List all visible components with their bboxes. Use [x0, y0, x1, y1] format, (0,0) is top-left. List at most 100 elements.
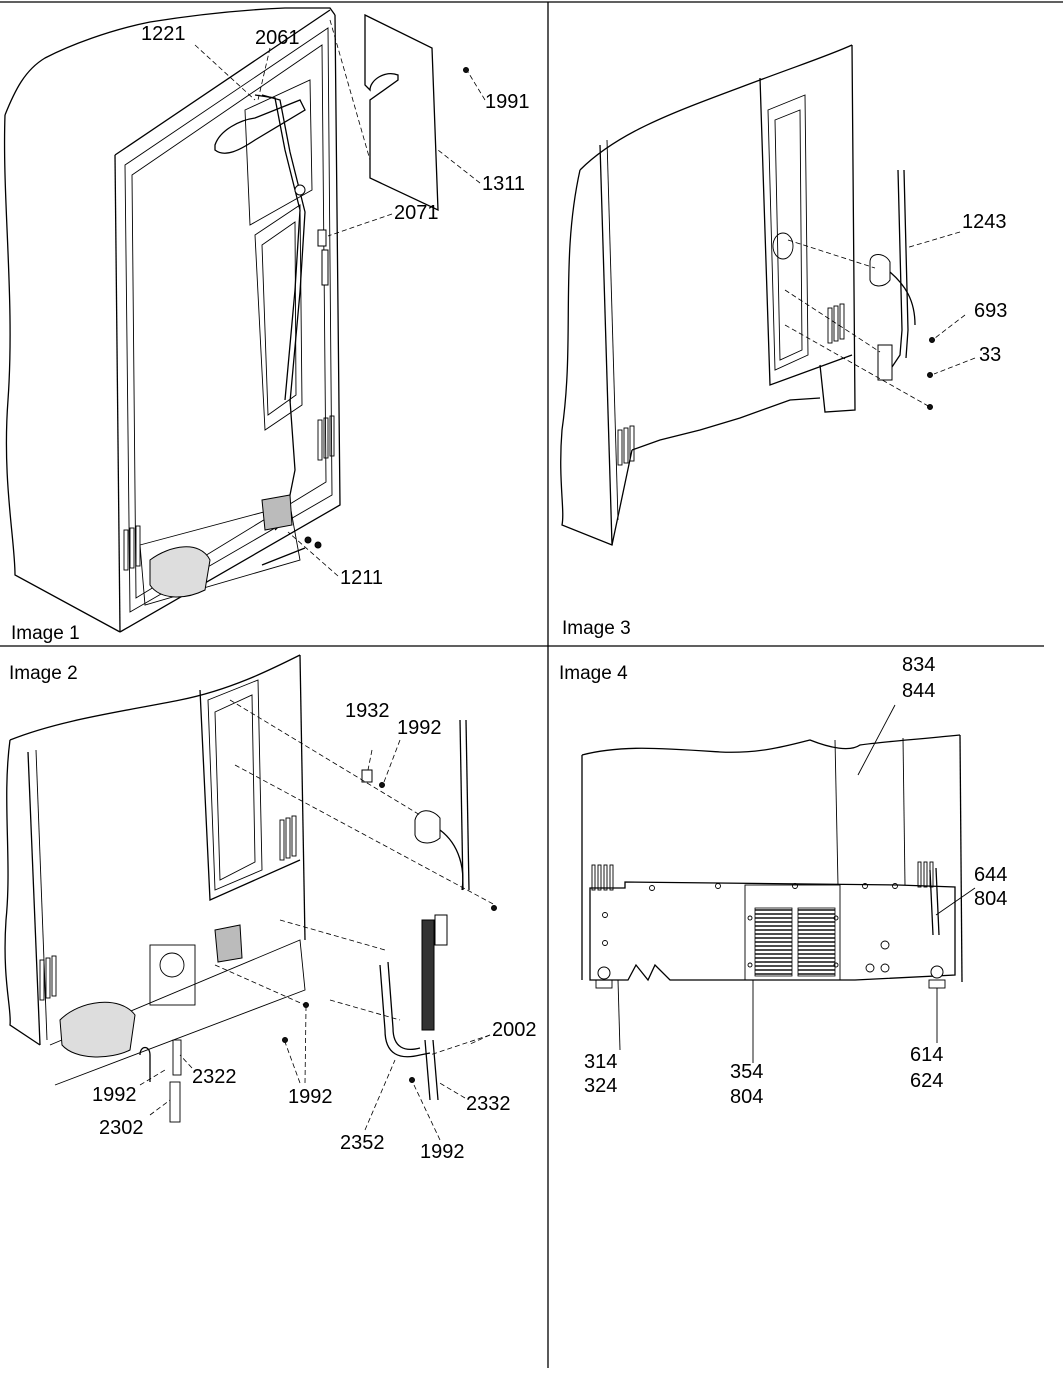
leader-tube-2 — [279, 919, 386, 951]
part-2071 — [317, 229, 327, 247]
vent-slots-right — [317, 415, 335, 461]
cabinet-left-edge-2 — [4, 739, 41, 1046]
callout-2332: 2332 — [466, 1093, 511, 1115]
machine-compartment-2 — [49, 939, 306, 1086]
callout-314: 314 — [584, 1051, 617, 1073]
water-line-stub — [261, 547, 306, 566]
callout-324: 324 — [584, 1075, 617, 1097]
callout-2061: 2061 — [255, 27, 300, 49]
image-1-title: Image 1 — [11, 623, 80, 644]
leader-screw-lower — [784, 324, 931, 408]
screw-1992-low — [409, 1077, 415, 1083]
terminal-block-2 — [434, 914, 448, 946]
callout-644: 644 — [974, 864, 1007, 886]
vent-slots-2a — [279, 815, 297, 861]
cabinet-top-break-4 — [581, 734, 961, 756]
machine-compartment — [139, 504, 301, 606]
compressor — [149, 546, 211, 598]
callout-834: 834 — [902, 654, 935, 676]
leader-valve-2 — [214, 964, 306, 1006]
leader-1221 — [194, 44, 256, 101]
leader-1992-left — [139, 1069, 166, 1086]
fan-2 — [159, 952, 185, 978]
water-tube-2002b — [387, 961, 421, 1051]
leader-screw-2 — [234, 764, 496, 906]
leader-plug-2 — [229, 699, 421, 816]
screw-1992-mid-b — [282, 1037, 288, 1043]
callout-804-right: 804 — [974, 888, 1007, 910]
rear-panel-line-4b — [902, 737, 906, 886]
callout-1991: 1991 — [485, 91, 530, 113]
fan-housing-2 — [149, 944, 196, 1006]
leader-2061 — [257, 47, 271, 101]
compressor-2 — [59, 1001, 136, 1058]
back-panel-right-2 — [299, 654, 306, 941]
leader-1243 — [905, 231, 961, 249]
leader-2071 — [327, 213, 393, 237]
cabinet-front-edge-3 — [599, 144, 613, 546]
callout-1932: 1932 — [345, 700, 390, 722]
connector-plug-2 — [414, 810, 441, 844]
screw-a — [304, 536, 312, 544]
leader-1992-mid-b — [304, 1007, 307, 1084]
image-4-drawing — [581, 704, 976, 1063]
image-3-drawing — [560, 44, 976, 546]
callout-614: 614 — [910, 1044, 943, 1066]
cabinet-bottom-3 — [631, 397, 821, 451]
callout-804-bottom: 804 — [730, 1086, 763, 1108]
tube-end-2332b — [432, 1039, 439, 1101]
leader-1992-top — [383, 739, 401, 783]
rear-panel-line-4 — [834, 739, 839, 886]
callout-693: 693 — [974, 300, 1007, 322]
callout-1243: 1243 — [962, 211, 1007, 233]
callout-624: 624 — [910, 1070, 943, 1092]
clip-1932 — [361, 769, 373, 783]
screw-1992-mid-a — [303, 1002, 309, 1008]
condenser-cover-inner — [261, 221, 297, 416]
callout-2322: 2322 — [192, 1066, 237, 1088]
condenser-cover — [254, 204, 303, 431]
callout-2302: 2302 — [99, 1117, 144, 1139]
leader-834 — [857, 704, 896, 776]
leader-33 — [933, 357, 976, 375]
leader-693 — [934, 314, 966, 339]
leader-plug — [787, 239, 876, 269]
back-panel-left-2 — [199, 689, 301, 901]
callout-2002: 2002 — [492, 1019, 537, 1041]
image-2-title: Image 2 — [9, 663, 78, 684]
cabinet-top-break — [4, 7, 336, 116]
image-1-drawing — [3, 7, 486, 633]
leader-2332 — [437, 1081, 466, 1099]
valve-1211 — [261, 494, 293, 531]
heater-strip-2 — [421, 919, 435, 1031]
foot-624 — [928, 979, 946, 989]
rear-channel-3 — [767, 94, 809, 371]
screw-b — [314, 541, 322, 549]
leader-644 — [935, 887, 976, 916]
vent-slots-4a — [591, 864, 614, 891]
vent-slots-2b — [39, 955, 57, 1001]
callout-1992-left: 1992 — [92, 1084, 137, 1106]
cabinet-front-edge-2b — [35, 749, 48, 1041]
leader-2302 — [149, 1099, 171, 1116]
image-3-title: Image 3 — [562, 618, 631, 639]
bracket-644b — [935, 867, 940, 936]
grille-louvers-4 — [754, 907, 836, 977]
leader-1311-path — [329, 19, 371, 161]
plug-cable-2 — [439, 829, 464, 891]
screw-693 — [929, 337, 935, 343]
leader-1311 — [437, 149, 481, 184]
harness-wire-2 — [459, 719, 464, 891]
cabinet-right-4 — [959, 734, 963, 983]
rear-channel-2b — [214, 694, 256, 881]
callout-354: 354 — [730, 1061, 763, 1083]
grommet-hole-3 — [772, 232, 794, 260]
cabinet-top-break-2 — [9, 654, 301, 741]
screw-33b — [927, 404, 933, 410]
harness-wire-1243 — [889, 169, 903, 371]
leader-1211 — [287, 531, 339, 577]
water-tube-2002 — [379, 964, 431, 1058]
cabinet-front-edge — [114, 154, 121, 633]
